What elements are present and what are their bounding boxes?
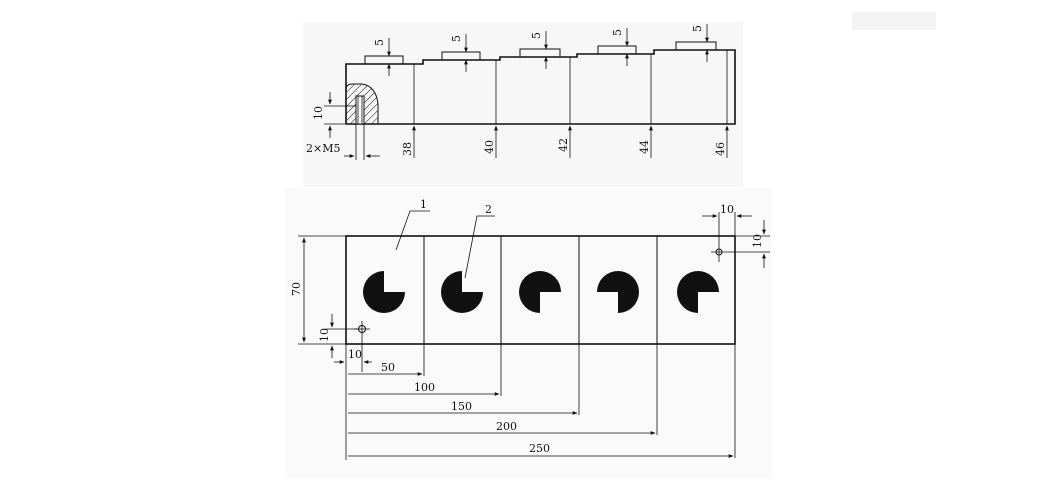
top-view-panel bbox=[285, 188, 772, 478]
terminal-block-3 bbox=[519, 48, 561, 58]
hole-x-label: 10 bbox=[348, 348, 362, 361]
terminal-symbol-4 bbox=[597, 271, 639, 313]
top-view: 1 2 70 10 10 10 10 bbox=[290, 198, 770, 460]
corner-x-label: 10 bbox=[720, 203, 734, 216]
step-label-3: 5 bbox=[530, 32, 543, 39]
leader-2 bbox=[464, 215, 495, 279]
step-label-1: 5 bbox=[373, 39, 386, 46]
terminal-block-2 bbox=[441, 51, 481, 61]
side-profile-outline bbox=[345, 49, 736, 125]
corner-mark bbox=[852, 12, 936, 30]
position-label-250: 250 bbox=[529, 442, 550, 455]
step-dimensions: 5 5 5 5 5 bbox=[373, 24, 709, 76]
position-dimensions: 50 100 150 200 250 bbox=[348, 344, 736, 458]
section-heights: 38 40 42 44 46 bbox=[401, 50, 729, 158]
height-label-42: 42 bbox=[557, 138, 570, 152]
position-label-50: 50 bbox=[381, 361, 395, 374]
side-view: 5 5 5 5 5 38 40 42 44 46 bbox=[306, 24, 736, 160]
threaded-hole-section: 10 2×M5 bbox=[306, 83, 380, 160]
part-label-2: 2 bbox=[485, 203, 492, 216]
terminal-symbol-2 bbox=[441, 271, 483, 313]
step-label-5: 5 bbox=[691, 25, 704, 32]
step-label-2: 5 bbox=[450, 35, 463, 42]
width-label: 70 bbox=[290, 282, 303, 296]
terminal-block-5 bbox=[675, 41, 717, 51]
module-outline bbox=[345, 235, 736, 345]
part-label-1: 1 bbox=[420, 198, 427, 211]
height-label-44: 44 bbox=[638, 140, 651, 154]
hole-y-label: 10 bbox=[318, 328, 331, 342]
terminal-symbol-3 bbox=[519, 271, 561, 313]
position-label-200: 200 bbox=[496, 420, 517, 433]
height-label-40: 40 bbox=[483, 140, 496, 154]
height-label-46: 46 bbox=[714, 142, 727, 156]
terminal-symbol-1 bbox=[363, 271, 405, 313]
leader-1 bbox=[395, 210, 430, 251]
step-label-4: 5 bbox=[611, 29, 624, 36]
position-label-150: 150 bbox=[451, 400, 472, 413]
terminal-block-4 bbox=[597, 45, 637, 55]
terminal-block-1 bbox=[364, 55, 404, 65]
corner-y-label: 10 bbox=[751, 234, 764, 248]
position-label-100: 100 bbox=[414, 381, 435, 394]
hole-depth-label: 10 bbox=[312, 106, 325, 120]
thread-label: 2×M5 bbox=[306, 142, 340, 155]
height-label-38: 38 bbox=[401, 142, 414, 156]
terminal-symbol-5 bbox=[677, 271, 719, 313]
